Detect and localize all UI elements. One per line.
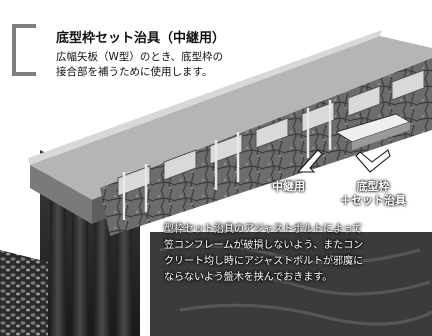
page-title: 底型枠セット治具（中継用） (56, 31, 226, 46)
label-bottom-form: 底型枠 ＋セット治具 (340, 180, 406, 207)
arrows (296, 149, 391, 173)
caption-text: 型枠セット治具のアジャストボルトによって 笠コンフレームが破損しないよう、またコ… (164, 224, 364, 283)
description-text: 広幅矢板（W型）のとき、底型枠の 接合部を補うために使用します。 (56, 51, 224, 78)
arrow-up-left-icon (296, 149, 323, 173)
label-relay: 中継用 (272, 180, 305, 193)
gravel-fill (0, 250, 48, 336)
formwork-boxes (117, 69, 425, 197)
bracket-icon (12, 24, 36, 76)
setting-jigs (122, 100, 332, 220)
arrow-curve-icon (355, 149, 391, 173)
